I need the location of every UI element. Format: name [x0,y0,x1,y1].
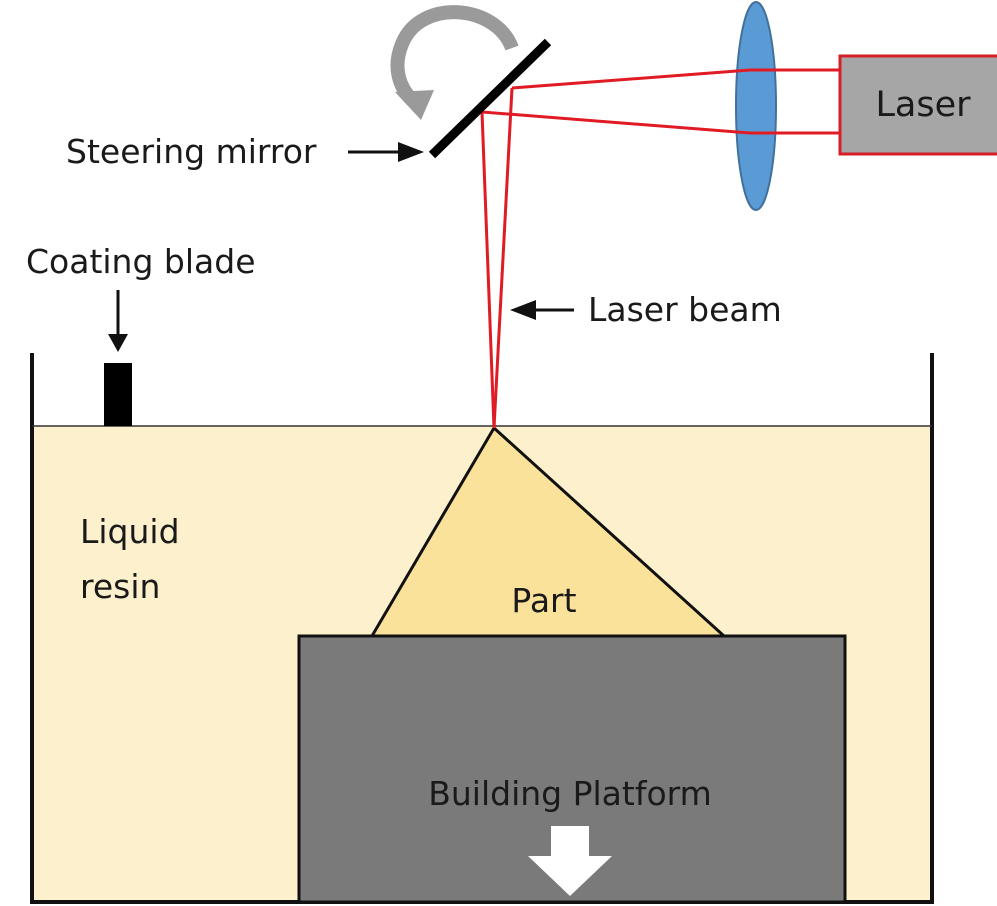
part-label: Part [511,581,576,620]
laser-beam-rays [480,68,840,429]
steering-mirror-label: Steering mirror [66,132,317,171]
laser-box [838,54,997,156]
liquid-resin-label-line1: Liquid [80,512,180,551]
laser-beam-label: Laser beam [588,290,782,329]
laser-beam-arrow-icon [510,300,574,320]
steering-mirror [428,38,552,159]
steering-mirror-arrow-icon [348,142,424,162]
building-platform-label: Building Platform [428,774,712,813]
down-arrow-icon [528,826,612,896]
liquid-resin-label-line2: resin [80,567,160,606]
coating-blade-label: Coating blade [26,242,256,281]
curved-arrow-icon [390,5,519,120]
laser-label: Laser [875,85,971,125]
coating-blade [104,363,132,426]
lens-icon [735,1,777,211]
part-shape [369,425,728,638]
coating-blade-arrow-icon [108,290,128,352]
